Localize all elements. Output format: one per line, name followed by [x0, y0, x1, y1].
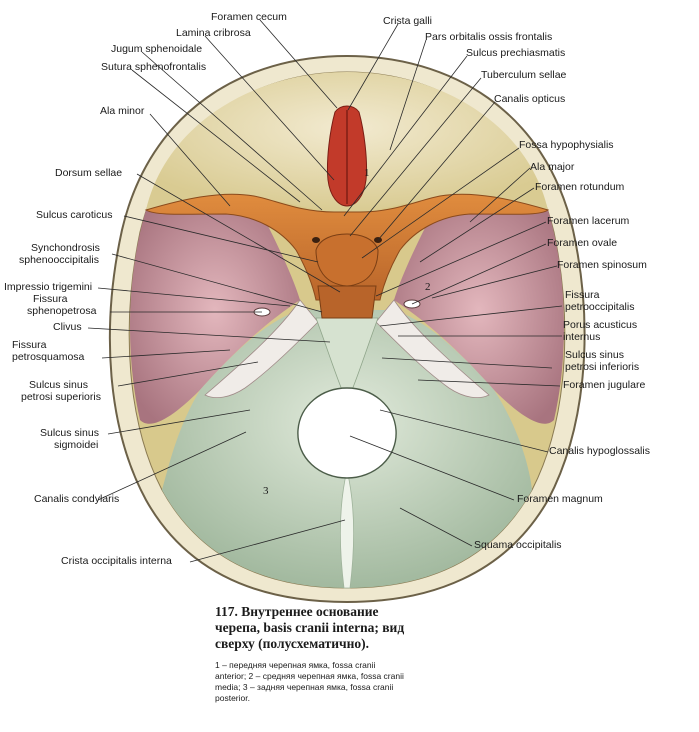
label-jugum-sphenoidale: Jugum sphenoidale	[111, 43, 202, 55]
label-foramen-ovale: Foramen ovale	[547, 237, 617, 249]
label-porus-acusticus-line2: internus	[563, 331, 600, 343]
label-lamina-cribrosa: Lamina cribrosa	[176, 27, 251, 39]
label-sulcus-caroticus: Sulcus caroticus	[36, 209, 112, 221]
label-fissura-sphenopetrosa-line2: sphenopetrosa	[27, 305, 97, 317]
label-porus-acusticus: Porus acusticus	[563, 319, 637, 331]
label-impressio-trigemini: Impressio trigemini	[4, 281, 92, 293]
fossa-number-anterior: 1	[364, 167, 370, 179]
label-sulcus-sinus-sigmoidei-line2: sigmoidei	[54, 439, 98, 451]
sella-turcica	[315, 233, 379, 287]
label-fissura-petrooccipitalis: Fissura	[565, 289, 600, 301]
label-crista-occipitalis-interna: Crista occipitalis interna	[61, 555, 172, 567]
petrous-ridge-left	[204, 299, 319, 399]
label-tuberculum-sellae: Tuberculum sellae	[481, 69, 567, 81]
label-foramen-lacerum: Foramen lacerum	[547, 215, 630, 227]
petrous-ridge-right	[375, 299, 490, 399]
caption-legend: 1 – передняя черепная ямка, fossa cranii…	[215, 660, 404, 703]
label-synchondrosis-line2: sphenooccipitalis	[19, 254, 99, 266]
label-sulcus-sinus-petrosi-superioris: Sulcus sinus	[29, 379, 88, 391]
caption-title: 117. Внутреннее основание черепа, basis …	[215, 604, 405, 651]
foramen-magnum-hole	[297, 387, 397, 479]
label-fissura-sphenopetrosa: Fissura	[33, 293, 68, 305]
middle-fossa-right	[394, 197, 565, 424]
label-synchondrosis: Synchondrosis	[31, 242, 100, 254]
occipital-crest	[340, 469, 354, 589]
label-pars-orbitalis: Pars orbitalis ossis frontalis	[425, 31, 552, 43]
label-fissura-petrooccipitalis-line2: petrooccipitalis	[565, 301, 634, 313]
middle-fossa-left	[129, 197, 300, 424]
label-foramen-cecum: Foramen cecum	[211, 11, 287, 23]
label-canalis-hypoglossalis: Canalis hypoglossalis	[549, 445, 650, 457]
optic-canal-left-mark	[312, 237, 320, 243]
label-fissura-petrosquamosa: Fissura	[12, 339, 47, 351]
label-sulcus-sinus-petrosi-superioris-line2: petrosi superioris	[21, 391, 101, 403]
label-sulcus-sinus-petrosi-inferioris-line2: petrosi inferioris	[565, 361, 639, 373]
label-sulcus-prechiasmatis: Sulcus prechiasmatis	[466, 47, 565, 59]
label-canalis-condylaris: Canalis condylaris	[34, 493, 119, 505]
label-ala-minor: Ala minor	[100, 105, 145, 117]
label-foramen-jugulare: Foramen jugulare	[563, 379, 645, 391]
figure-caption: 117. Внутреннее основание черепа, basis …	[215, 604, 475, 704]
label-foramen-spinosum: Foramen spinosum	[557, 259, 647, 271]
label-sulcus-sinus-petrosi-inferioris: Sulcus sinus	[565, 349, 624, 361]
label-canalis-opticus: Canalis opticus	[494, 93, 565, 105]
dorsum-sellae-shape	[317, 285, 377, 319]
label-crista-galli: Crista galli	[383, 15, 432, 27]
label-foramen-rotundum: Foramen rotundum	[535, 181, 625, 193]
label-ala-major: Ala major	[530, 161, 575, 173]
label-foramen-magnum: Foramen magnum	[517, 493, 603, 505]
label-squama-occipitalis: Squama occipitalis	[474, 539, 562, 551]
leader-lines	[87, 19, 563, 563]
label-fossa-hypophysialis: Fossa hypophysialis	[519, 139, 614, 151]
label-clivus: Clivus	[53, 321, 82, 333]
fossa-number-posterior: 3	[263, 485, 269, 497]
fossa-number-middle: 2	[425, 281, 431, 293]
label-fissura-petrosquamosa-line2: petrosquamosa	[12, 351, 85, 363]
label-sulcus-sinus-sigmoidei: Sulcus sinus	[40, 427, 99, 439]
label-sutura-sphenofrontalis: Sutura sphenofrontalis	[101, 61, 206, 73]
label-dorsum-sellae: Dorsum sellae	[55, 167, 122, 179]
